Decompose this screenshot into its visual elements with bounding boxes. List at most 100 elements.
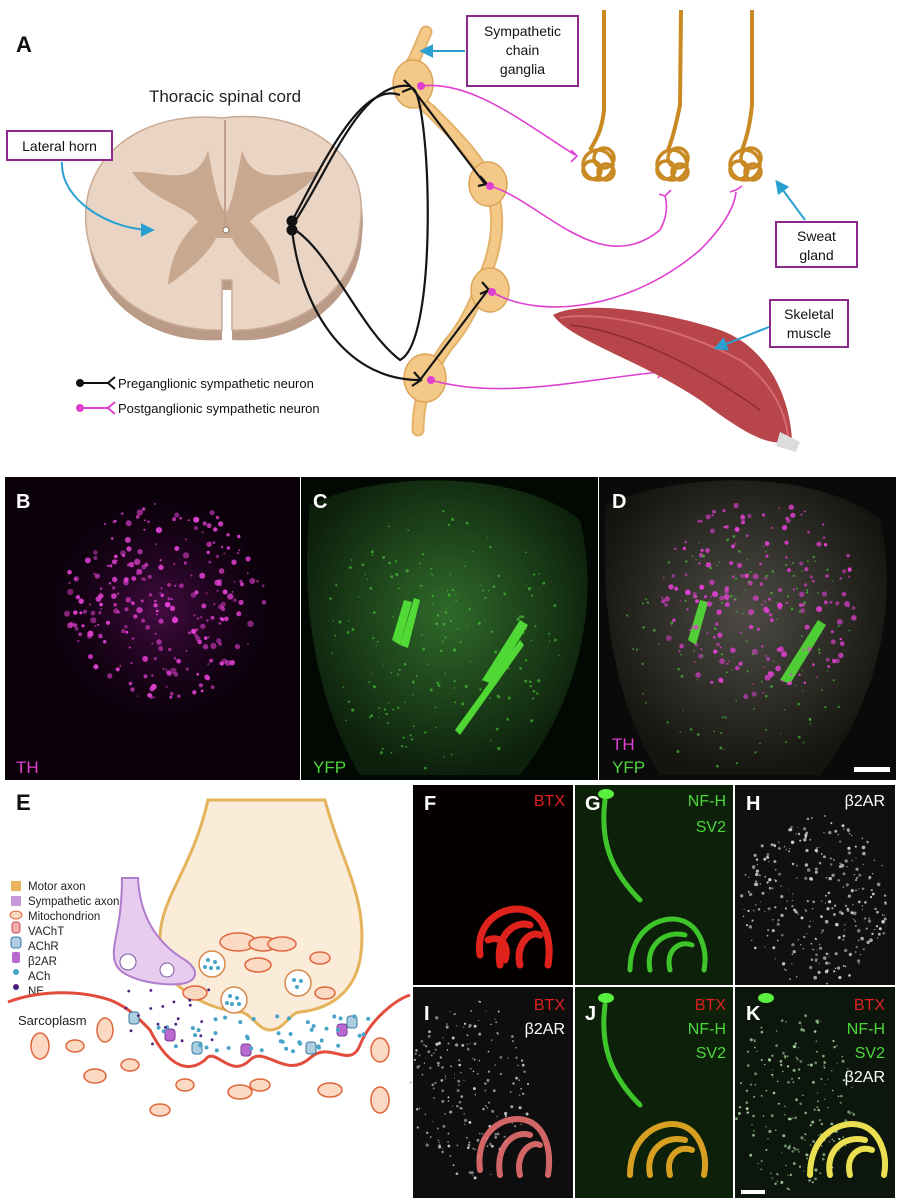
ach-molecule (324, 1026, 329, 1031)
texture-dot (774, 1182, 777, 1186)
texture-dot (236, 611, 242, 617)
texture-dot (844, 929, 846, 931)
muscle-arrow (713, 326, 770, 351)
texture-dot (744, 873, 747, 876)
texture-dot (793, 1147, 797, 1151)
texture-dot (671, 574, 676, 578)
texture-dot (226, 533, 230, 537)
texture-dot (775, 1129, 777, 1132)
ach-molecule (196, 1028, 201, 1033)
texture-dot (789, 1117, 792, 1121)
texture-dot (791, 943, 795, 947)
texture-dot (684, 599, 687, 602)
texture-dot (759, 874, 761, 877)
texture-dot (693, 624, 699, 630)
texture-dot (234, 644, 241, 650)
texture-dot (876, 882, 881, 887)
texture-dot (857, 928, 861, 933)
texture-dot (487, 1070, 490, 1073)
texture-dot (800, 608, 806, 614)
texture-dot (742, 915, 745, 918)
texture-dot (429, 688, 433, 692)
texture-dot (128, 646, 131, 649)
preganglionic-fibers (290, 79, 491, 387)
texture-dot (440, 649, 443, 653)
texture-dot (806, 868, 811, 872)
texture-dot (803, 838, 807, 842)
chain-label-2: chain (506, 42, 539, 58)
texture-dot (375, 644, 378, 646)
texture-dot (748, 609, 755, 616)
texture-dot (822, 1157, 825, 1161)
texture-dot (497, 1010, 500, 1013)
texture-dot (723, 594, 730, 600)
texture-dot (416, 1108, 419, 1111)
texture-dot (509, 1091, 512, 1093)
texture-dot (803, 1170, 805, 1172)
panel-c-letter: C (313, 491, 327, 513)
ach-molecule (361, 1032, 366, 1037)
texture-dot (817, 1100, 819, 1103)
texture-dot (868, 917, 870, 920)
texture-dot (830, 1122, 834, 1126)
texture-dot (792, 1162, 796, 1166)
texture-dot (752, 1133, 755, 1137)
texture-dot (124, 624, 128, 629)
texture-dot (435, 1042, 439, 1046)
texture-dot (215, 554, 220, 559)
texture-dot (185, 649, 188, 652)
texture-dot (857, 959, 861, 963)
texture-dot (474, 1093, 477, 1096)
texture-dot (806, 900, 809, 903)
texture-dot (802, 1029, 806, 1032)
texture-dot (787, 595, 790, 598)
muscle-label-2: muscle (787, 325, 832, 341)
texture-dot (372, 685, 376, 689)
texture-dot (835, 1044, 838, 1047)
ach-molecule (173, 1044, 178, 1049)
cord-title: Thoracic spinal cord (149, 87, 301, 106)
texture-dot (792, 1081, 795, 1083)
texture-dot (245, 556, 251, 562)
texture-dot (527, 587, 532, 591)
texture-dot (786, 1065, 790, 1068)
texture-dot (497, 746, 501, 751)
texture-dot (747, 573, 749, 575)
texture-dot (825, 574, 829, 578)
texture-dot (525, 1112, 529, 1116)
texture-dot (821, 929, 825, 932)
texture-dot (842, 938, 845, 941)
texture-dot (130, 662, 133, 665)
texture-dot (816, 541, 822, 547)
texture-dot (742, 612, 744, 614)
texture-dot (695, 599, 699, 603)
texture-dot (98, 593, 104, 599)
texture-dot (149, 686, 155, 692)
texture-dot (498, 696, 501, 699)
texture-dot (827, 1078, 829, 1080)
texture-dot (524, 659, 528, 662)
texture-dot (711, 602, 713, 604)
legend-e-2: Mitochondrion (28, 911, 100, 923)
texture-dot (434, 706, 437, 709)
texture-dot (741, 520, 745, 525)
texture-dot (477, 1020, 479, 1021)
texture-dot (678, 650, 681, 653)
texture-dot (699, 584, 705, 590)
texture-dot (453, 648, 457, 652)
texture-dot (798, 1165, 802, 1168)
texture-dot (521, 623, 523, 626)
texture-dot (796, 1058, 799, 1061)
texture-dot (804, 1014, 808, 1018)
texture-dot (436, 1127, 439, 1130)
texture-dot (143, 528, 146, 531)
texture-dot (160, 593, 165, 598)
texture-dot (421, 553, 425, 556)
texture-dot (784, 540, 789, 545)
texture-dot (179, 583, 184, 589)
texture-dot (820, 1145, 823, 1147)
texture-dot (759, 582, 764, 586)
texture-dot (757, 908, 761, 911)
texture-dot (494, 1133, 498, 1136)
texture-dot (829, 600, 833, 604)
